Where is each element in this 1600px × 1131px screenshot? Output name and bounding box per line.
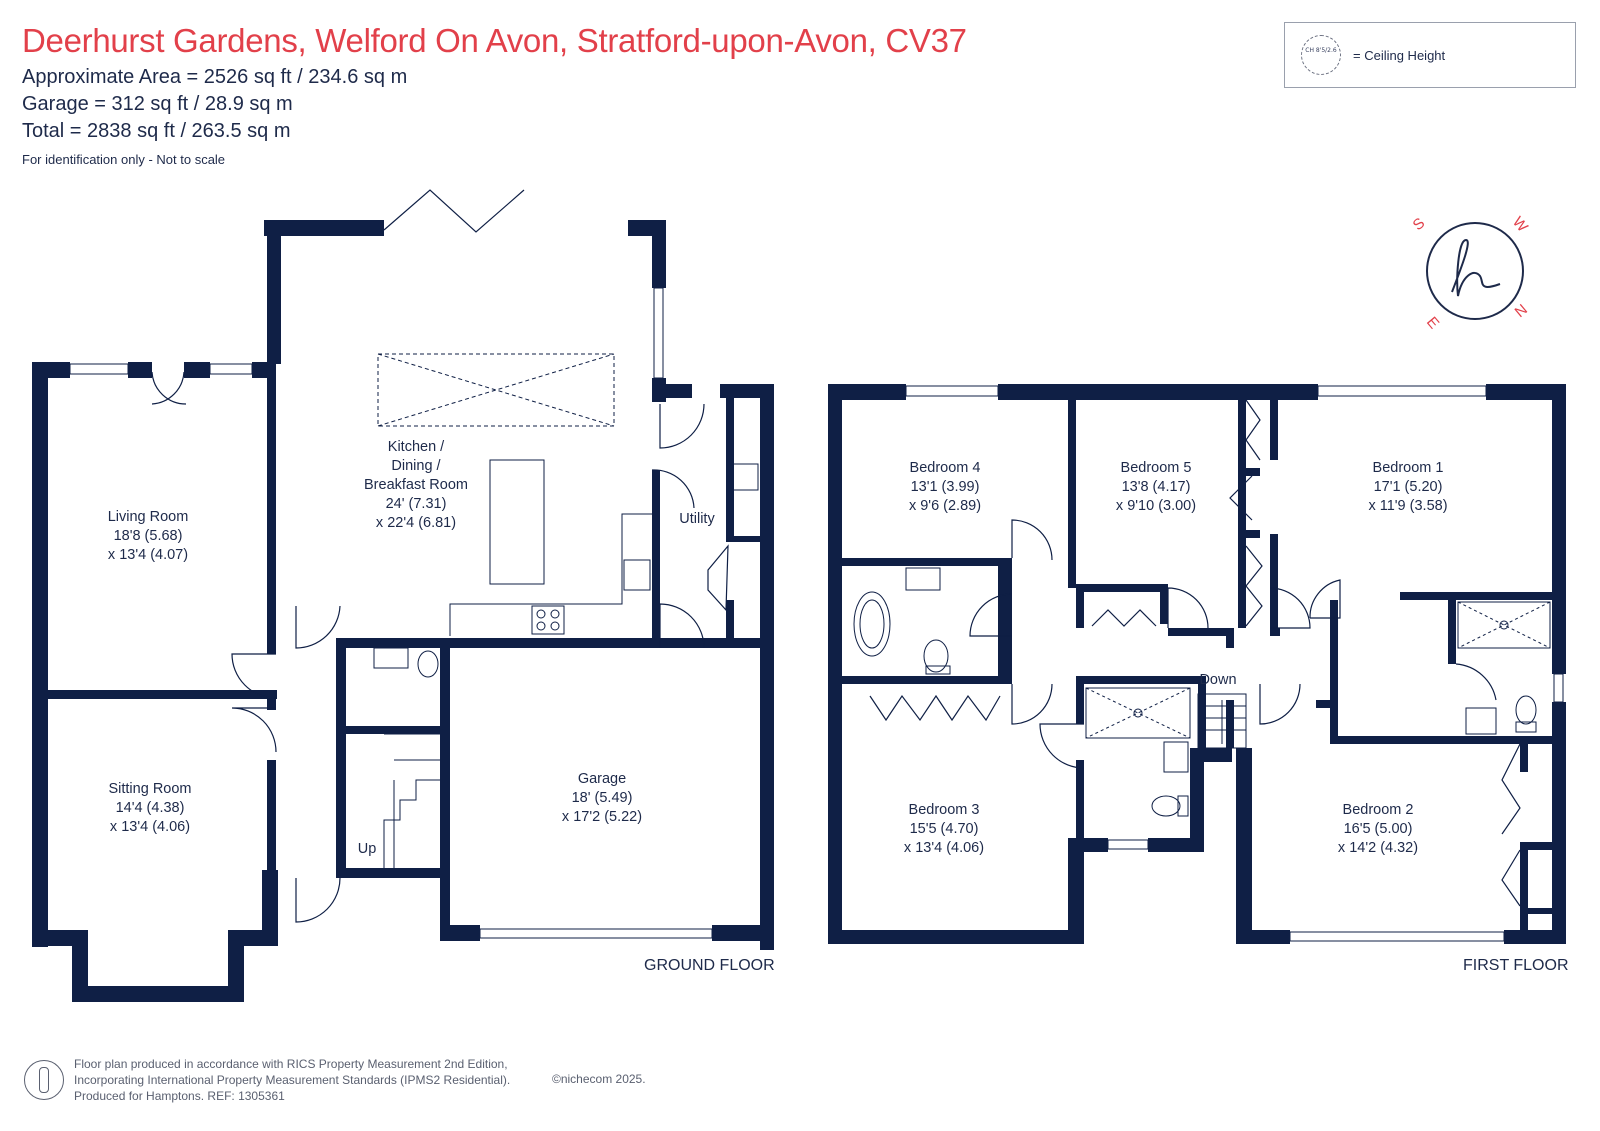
svg-text:13'1 (3.99): 13'1 (3.99)	[911, 479, 980, 495]
copyright: ©nichecom 2025.	[552, 1072, 646, 1086]
svg-text:x 13'4 (4.07): x 13'4 (4.07)	[108, 547, 188, 563]
bedroom-2-label: Bedroom 2 16'5 (5.00) x 14'2 (4.32)	[1338, 802, 1418, 856]
ceiling-height-legend: CH 8'5/2.6 = Ceiling Height	[1284, 22, 1576, 88]
svg-text:x 17'2 (5.22): x 17'2 (5.22)	[562, 809, 642, 825]
garage-area: Garage = 312 sq ft / 28.9 sq m	[22, 93, 293, 115]
svg-text:24' (7.31): 24' (7.31)	[386, 496, 447, 512]
svg-text:17'1 (5.20): 17'1 (5.20)	[1374, 479, 1443, 495]
svg-text:18' (5.49): 18' (5.49)	[572, 790, 633, 806]
stairs-up-label: Up	[358, 841, 377, 857]
svg-text:Breakfast Room: Breakfast Room	[364, 477, 468, 493]
svg-text:Bedroom 4: Bedroom 4	[910, 460, 981, 476]
svg-text:Living Room: Living Room	[108, 509, 189, 525]
ground-floor-label: GROUND FLOOR	[644, 957, 775, 974]
footer-line-2: Incorporating International Property Mea…	[74, 1073, 511, 1087]
bedroom-3-label: Bedroom 3 15'5 (4.70) x 13'4 (4.06)	[904, 802, 984, 856]
first-floor-windows	[829, 385, 1564, 942]
scale-note: For identification only - Not to scale	[22, 152, 226, 167]
total-area: Total = 2838 sq ft / 263.5 sq m	[22, 120, 291, 142]
bedroom-1-label: Bedroom 1 17'1 (5.20) x 11'9 (3.58)	[1368, 460, 1447, 514]
footer-text: Floor plan produced in accordance with R…	[74, 1056, 510, 1104]
svg-text:Bedroom 2: Bedroom 2	[1343, 802, 1414, 818]
svg-text:x 13'4 (4.06): x 13'4 (4.06)	[904, 840, 984, 856]
svg-text:Bedroom 1: Bedroom 1	[1373, 460, 1444, 476]
first-floor-label: FIRST FLOOR	[1463, 957, 1569, 974]
ceiling-height-label: = Ceiling Height	[1353, 48, 1446, 63]
ground-floor-windows	[69, 235, 759, 999]
svg-text:13'8 (4.17): 13'8 (4.17)	[1122, 479, 1191, 495]
svg-text:Garage: Garage	[578, 771, 626, 787]
sitting-room-label: Sitting Room 14'4 (4.38) x 13'4 (4.06)	[108, 781, 191, 835]
svg-text:18'8 (5.68): 18'8 (5.68)	[114, 528, 183, 544]
person-icon	[24, 1060, 64, 1100]
compass-n: N	[1512, 301, 1531, 321]
svg-text:x 14'2 (4.32): x 14'2 (4.32)	[1338, 840, 1418, 856]
utility-label: Utility	[679, 511, 715, 527]
footer-line-1: Floor plan produced in accordance with R…	[74, 1057, 508, 1071]
svg-text:x 13'4 (4.06): x 13'4 (4.06)	[110, 819, 190, 835]
svg-text:x 9'6 (2.89): x 9'6 (2.89)	[909, 498, 981, 514]
living-room-label: Living Room 18'8 (5.68) x 13'4 (4.07)	[108, 509, 189, 563]
page-title: Deerhurst Gardens, Welford On Avon, Stra…	[22, 22, 967, 59]
ground-floor-doors	[151, 189, 729, 923]
footer-line-3: Produced for Hamptons. REF: 1305361	[74, 1089, 285, 1103]
svg-text:x 11'9 (3.58): x 11'9 (3.58)	[1368, 498, 1447, 514]
first-floor-doors	[869, 399, 1521, 907]
svg-text:14'4 (4.38): 14'4 (4.38)	[116, 800, 185, 816]
compass-s: S	[1410, 215, 1429, 234]
svg-text:x 9'10 (3.00): x 9'10 (3.00)	[1116, 498, 1196, 514]
garage-label: Garage 18' (5.49) x 17'2 (5.22)	[562, 771, 642, 825]
compass-icon: S W N E	[1410, 214, 1532, 333]
svg-text:Kitchen /: Kitchen /	[388, 439, 445, 455]
stairs-down-label: Down	[1199, 672, 1236, 688]
first-floor-walls	[828, 384, 1566, 944]
svg-text:Sitting Room: Sitting Room	[108, 781, 191, 797]
bedroom-4-label: Bedroom 4 13'1 (3.99) x 9'6 (2.89)	[909, 460, 981, 514]
svg-text:Dining /: Dining /	[391, 458, 441, 474]
kitchen-label: Kitchen / Dining / Breakfast Room 24' (7…	[364, 439, 468, 531]
svg-text:16'5 (5.00): 16'5 (5.00)	[1344, 821, 1413, 837]
svg-text:Bedroom 5: Bedroom 5	[1121, 460, 1192, 476]
ceiling-height-icon: CH 8'5/2.6	[1301, 35, 1341, 75]
svg-text:15'5 (4.70): 15'5 (4.70)	[910, 821, 979, 837]
compass-w: W	[1509, 214, 1532, 236]
compass-e: E	[1423, 314, 1442, 333]
svg-text:x 22'4 (6.81): x 22'4 (6.81)	[376, 515, 456, 531]
svg-text:Bedroom 3: Bedroom 3	[909, 802, 980, 818]
bedroom-5-label: Bedroom 5 13'8 (4.17) x 9'10 (3.00)	[1116, 460, 1196, 514]
approximate-area: Approximate Area = 2526 sq ft / 234.6 sq…	[22, 66, 408, 88]
